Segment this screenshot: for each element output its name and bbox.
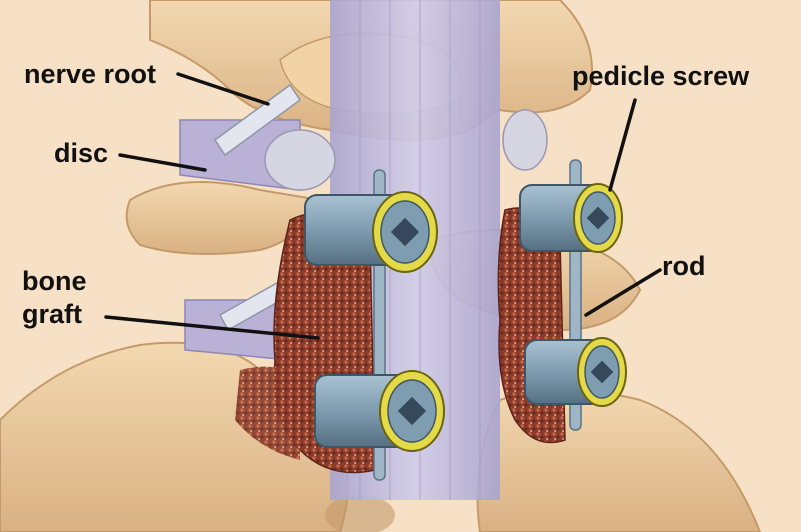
label-rod: rod bbox=[662, 251, 706, 281]
pedicle-screw-lower-left bbox=[315, 371, 444, 451]
label-nerve-root: nerve root bbox=[24, 59, 156, 89]
label-pedicle-screw: pedicle screw bbox=[572, 61, 750, 91]
label-bone-graft-line1: bone bbox=[22, 266, 87, 296]
pedicle-screw-upper-right bbox=[520, 184, 622, 252]
label-disc: disc bbox=[54, 138, 108, 168]
pedicle-screw-lower-right bbox=[525, 338, 626, 406]
pedicle-screw-upper-left bbox=[305, 192, 437, 272]
nerve-root-right bbox=[503, 110, 547, 170]
label-bone-graft-line2: graft bbox=[22, 299, 82, 329]
